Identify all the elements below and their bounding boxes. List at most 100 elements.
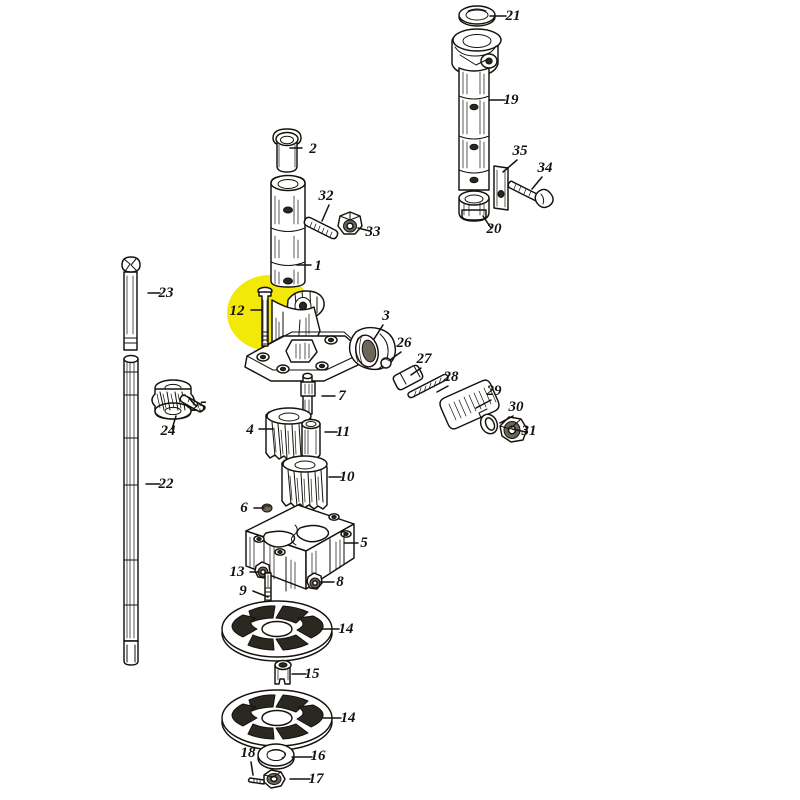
callout-leader-line: [482, 215, 492, 229]
callout-leader-line: [357, 227, 371, 232]
callout-34: 34: [531, 160, 554, 190]
callout-18: 18: [241, 745, 256, 776]
callout-23: 23: [147, 285, 175, 301]
callout-1: 1: [296, 258, 322, 274]
part-14-impeller-plate-lower: [221, 689, 333, 751]
callout-number-label: 22: [158, 476, 175, 492]
part-33-lock-nut: [337, 211, 363, 235]
callout-8: 8: [319, 574, 344, 590]
callout-7: 7: [321, 388, 346, 404]
callout-number-label: 16: [311, 748, 327, 764]
part-31-valve-cap-nut: [499, 416, 528, 443]
callout-5: 5: [343, 535, 368, 551]
part-7-pump-drive-shaft: [300, 372, 316, 415]
part-20-lower-bushing-collar: [458, 190, 490, 222]
callout-27: 27: [410, 351, 433, 376]
callout-25: 25: [187, 396, 208, 415]
callout-2: 2: [289, 141, 317, 157]
callout-leader-line: [389, 351, 402, 361]
callout-number-label: 7: [338, 388, 346, 404]
callout-11: 11: [324, 424, 350, 440]
callout-number-label: 26: [396, 335, 413, 351]
callout-number-label: 27: [416, 351, 433, 367]
callout-number-label: 20: [486, 221, 503, 237]
part-19-outer-tube-housing: [451, 28, 502, 191]
callout-number-label: 25: [191, 399, 208, 415]
callout-leader-line: [410, 367, 422, 376]
callout-15: 15: [291, 666, 321, 682]
callout-number-label: 28: [443, 369, 460, 385]
callout-leader-line: [531, 176, 543, 190]
part-1-pump-body-shaft-housing: [244, 174, 368, 382]
callout-26: 26: [389, 335, 413, 361]
part-23-upper-drive-rod: [121, 256, 141, 351]
callout-14: 14: [322, 710, 356, 726]
part-28-relief-spring: [407, 373, 449, 399]
callout-6: 6: [240, 500, 265, 516]
part-14-impeller-plate-upper: [221, 600, 333, 662]
callout-leader-line: [252, 590, 269, 598]
callout-3: 3: [373, 308, 390, 340]
callout-number-label: 5: [360, 535, 368, 551]
callout-number-label: 23: [158, 285, 175, 301]
callout-number-label: 35: [512, 143, 529, 159]
callout-leader-line: [511, 428, 527, 433]
callout-33: 33: [357, 224, 382, 240]
part-24-coupling-gear: [151, 379, 195, 420]
callout-29: 29: [475, 383, 503, 409]
part-27-relief-plunger: [392, 364, 424, 391]
callout-number-label: 3: [381, 308, 390, 324]
callout-number-label: 6: [240, 500, 248, 516]
callout-13: 13: [230, 564, 260, 580]
part-2-upper-bushing: [272, 128, 302, 173]
part-8-hex-nut-lower: [306, 572, 323, 590]
part-22-long-drive-rod: [123, 354, 139, 666]
callout-number-label: 19: [504, 92, 520, 108]
callout-number-label: 17: [309, 771, 325, 787]
callout-35: 35: [502, 143, 529, 173]
callout-number-label: 21: [505, 8, 521, 24]
callout-19: 19: [488, 92, 520, 108]
callout-number-label: 2: [308, 141, 317, 157]
callout-number-label: 29: [486, 383, 503, 399]
callout-9: 9: [239, 583, 269, 599]
callout-30: 30: [499, 399, 525, 424]
callout-12: 12: [230, 303, 263, 319]
part-4-upper-drive-gear: [265, 407, 312, 462]
part-18-cotter-pin: [247, 777, 265, 785]
callout-10: 10: [328, 469, 356, 485]
callout-leader-line: [250, 761, 254, 776]
callout-leader-line: [475, 399, 492, 409]
callout-number-label: 15: [305, 666, 321, 682]
callout-number-label: 14: [339, 621, 355, 637]
callout-number-label: 11: [336, 424, 350, 440]
callout-number-label: 24: [160, 423, 177, 439]
callout-leader-line: [502, 159, 518, 173]
part-10-lower-drive-gear: [281, 455, 328, 510]
part-32-set-screw: [303, 216, 339, 240]
part-26-small-ball: [380, 357, 392, 369]
callout-28: 28: [436, 369, 460, 393]
callout-leader-line: [373, 324, 384, 340]
callout-16: 16: [291, 748, 327, 764]
part-34-housing-bolt: [507, 180, 554, 209]
part-15-impeller-coupler: [274, 659, 292, 685]
callout-22: 22: [145, 476, 175, 492]
callout-leader-line: [321, 204, 330, 222]
callout-number-label: 8: [336, 574, 344, 590]
callout-31: 31: [511, 423, 537, 439]
part-21-upper-seal-ring: [458, 5, 496, 27]
part-35-mounting-bracket-plate: [493, 165, 509, 211]
callout-number-label: 34: [537, 160, 554, 176]
callout-number-label: 9: [239, 583, 247, 599]
part-29-relief-valve-body: [439, 379, 500, 430]
callout-number-label: 33: [365, 224, 382, 240]
callout-number-label: 30: [508, 399, 525, 415]
callout-number-label: 10: [340, 469, 356, 485]
part-12-mounting-bolt: [257, 286, 273, 347]
callout-14: 14: [321, 621, 355, 637]
callout-24: 24: [160, 415, 177, 439]
callout-32: 32: [318, 188, 334, 222]
